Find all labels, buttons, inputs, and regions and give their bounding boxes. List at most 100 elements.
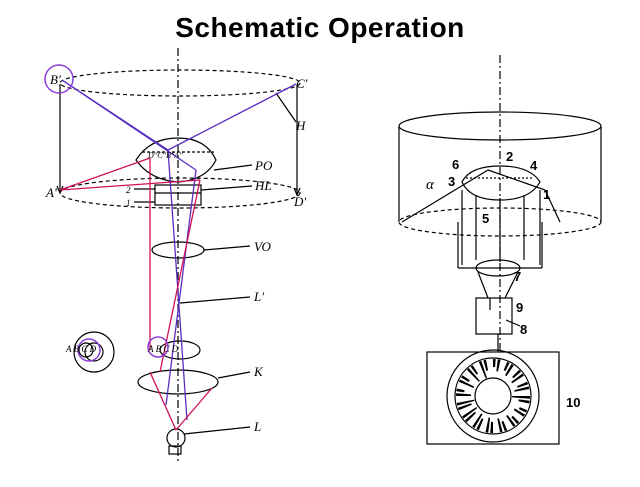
disk-segment: [506, 415, 516, 427]
label-n10: 10: [566, 395, 580, 410]
disk-segment: [461, 375, 470, 382]
target-outer-circle: [73, 331, 115, 373]
label-d-prime: D': [293, 194, 306, 209]
disk-segment: [470, 365, 479, 375]
leader-8: [505, 319, 521, 327]
label-n7: 7: [514, 269, 521, 284]
leader-k: [217, 371, 251, 379]
label-alpha: α: [426, 177, 435, 193]
hl-block: [154, 184, 202, 206]
l-lamp: [166, 428, 186, 448]
ray-aprime-po-2: [59, 179, 201, 191]
disk-segment: [514, 386, 530, 392]
disk-segment: [493, 359, 496, 368]
disk-segment: [456, 388, 465, 393]
arrow-down-right: [293, 187, 301, 197]
disk-segment: [457, 403, 472, 411]
label-k: K: [253, 364, 264, 379]
panoramic-optic: [135, 137, 217, 183]
arrow-down-left: [56, 185, 64, 195]
disk-segment: [496, 359, 501, 372]
disk-segment: [478, 360, 487, 379]
disk-segment: [466, 368, 480, 382]
red-rays: [59, 157, 213, 431]
k-lens: [137, 369, 219, 395]
cross-line-1: [401, 169, 489, 223]
label-n4: 4: [530, 158, 538, 173]
ray-down-1: [165, 169, 197, 406]
label-n5: 5: [482, 211, 489, 226]
leader-vo: [203, 245, 251, 251]
cross-line-3: [544, 189, 561, 223]
label-vo: VO: [254, 239, 272, 254]
highlight-bprime: [44, 64, 74, 94]
lens-7: [475, 259, 521, 277]
ray-aprime-po: [59, 157, 151, 191]
lens7-ray-a: [477, 271, 489, 299]
disk-segment: [512, 369, 521, 379]
lens7-ray-b: [504, 271, 519, 299]
disk-segment: [465, 411, 476, 423]
target-inner-circle: [84, 342, 104, 362]
left-optical-diagram: [56, 48, 301, 462]
leader-h: [275, 92, 297, 123]
ray-k-l: [149, 371, 177, 431]
disk-segment: [472, 413, 483, 428]
disk-segment: [513, 408, 525, 417]
disk-segment: [476, 418, 484, 431]
label-l-prime: L': [253, 289, 264, 304]
disk-segment: [497, 418, 503, 433]
cross-line-2: [487, 169, 546, 191]
disk-segment: [512, 396, 530, 399]
disk-segment: [511, 415, 520, 424]
disk-mid: [454, 357, 532, 435]
label-abcd-left: A B C D: [65, 344, 97, 354]
ray-k-l-2: [175, 387, 213, 431]
label-small-2: 2: [126, 185, 131, 195]
label-abcd-right: A B C D: [147, 344, 179, 354]
disk-segment: [501, 420, 508, 432]
label-n9: 9: [516, 300, 523, 315]
label-l: L: [253, 419, 261, 434]
disk-segment: [511, 373, 524, 384]
label-n3: 3: [448, 174, 455, 189]
highlight-abcd-right: [147, 336, 169, 358]
ray-bprime-po-2: [61, 79, 197, 171]
highlights: [44, 64, 169, 362]
disk-segment: [456, 393, 472, 396]
label-hl: HL: [254, 178, 272, 193]
disk-segment: [503, 361, 510, 371]
upper-optic: [461, 165, 541, 201]
label-n1: 1: [543, 187, 550, 202]
label-lens-top: D''C''B''A'': [147, 151, 183, 160]
label-n8: 8: [520, 322, 527, 337]
label-a-prime: A': [45, 185, 57, 200]
disk-segment: [505, 364, 514, 377]
leader-hl: [200, 185, 253, 191]
disk-segment: [518, 399, 530, 404]
label-c-prime: C': [296, 76, 308, 91]
l-lamp-base: [168, 445, 182, 455]
disk-segment: [485, 417, 491, 433]
disk-segments: [456, 359, 530, 433]
slide-title: Schematic Operation: [175, 12, 465, 43]
left-cylinder-top: [59, 69, 301, 97]
highlight-abcd-left: [77, 338, 101, 362]
label-po: PO: [254, 158, 273, 173]
leader-lprime: [179, 296, 251, 304]
label-n2: 2: [506, 149, 513, 164]
target-inner-circle-2: [78, 342, 94, 358]
right-device-diagram: [398, 55, 602, 445]
disk-segment: [517, 381, 529, 388]
disk-outer: [446, 349, 540, 443]
label-h: H: [295, 118, 306, 133]
disk-segment: [458, 379, 475, 388]
ray-po-cprime: [167, 83, 297, 151]
disk-segment: [456, 399, 475, 406]
disk-frame: [426, 351, 560, 445]
disk-segment: [462, 407, 478, 419]
disk-segment: [490, 421, 493, 433]
box-8-9: [475, 297, 513, 335]
